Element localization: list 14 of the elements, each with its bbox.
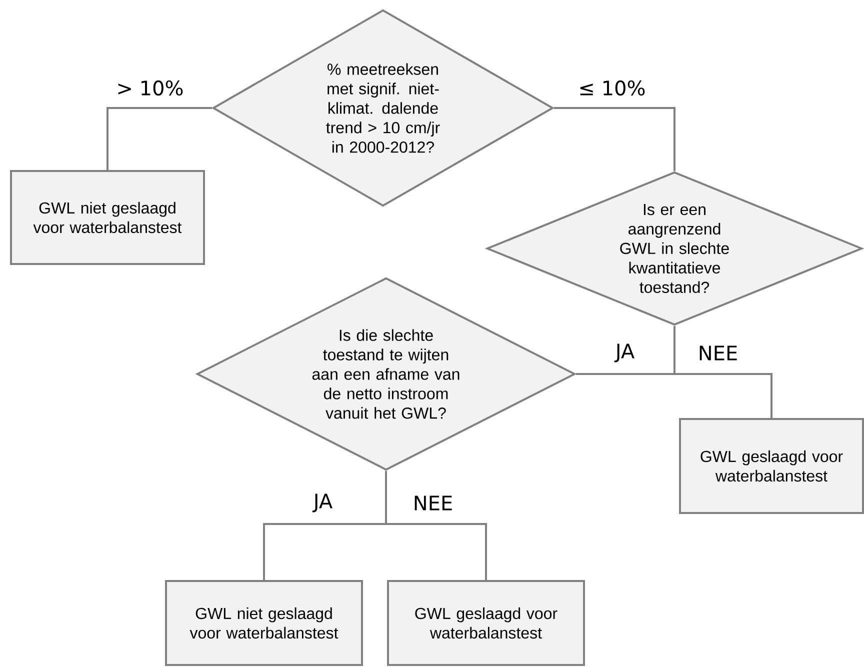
edge-label: JA [312,494,332,512]
connector-line [674,326,772,418]
connector-line [385,471,487,580]
result-box: GWL geslaagd voor waterbalanstest [679,418,864,514]
edge-label: NEE [414,496,452,510]
connector-line [554,107,676,171]
edge-label: > 10% [118,80,183,96]
edge-label: ≤ 10% [580,80,645,96]
result-box: GWL geslaagd voor waterbalanstest [387,580,585,666]
edge-label: NEE [700,346,737,360]
edge-label: JA [614,344,634,362]
result-box: GWL niet geslaagd voor waterbalanstest [165,580,363,666]
connector-line [106,107,212,170]
result-box: GWL niet geslaagd voor waterbalanstest [10,170,205,265]
